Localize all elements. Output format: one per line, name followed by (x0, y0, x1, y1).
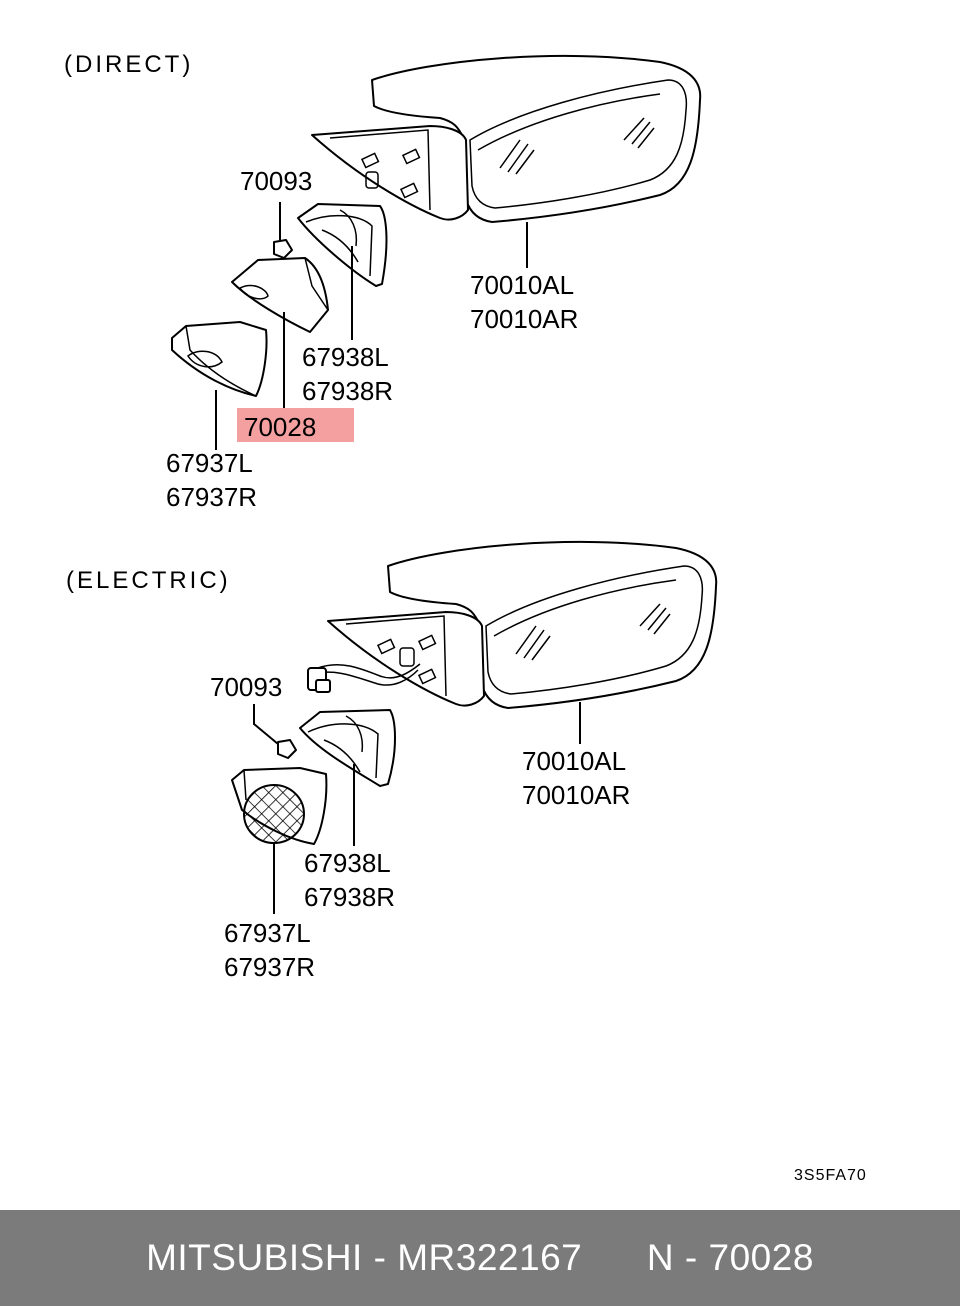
fastener-electric (277, 739, 297, 759)
heater-mesh-icon (243, 784, 305, 844)
drawing-code: 3S5FA70 (794, 1167, 867, 1184)
callout-70010al-electric: 70010AL (522, 746, 626, 776)
cover-direct (231, 257, 329, 333)
footer-ref-number: 70028 (708, 1237, 814, 1278)
highlight-70028 (237, 408, 354, 442)
callout-67937r-electric: 67937R (224, 952, 315, 982)
footer-gap (582, 1237, 647, 1279)
callout-67937r-direct: 67937R (166, 482, 257, 512)
mirror-base-direct (297, 203, 388, 287)
callout-67938r-electric: 67938R (304, 882, 395, 912)
callout-67938l-electric: 67938L (304, 848, 391, 878)
footer-separator: - (362, 1237, 398, 1278)
callout-70028-direct: 70028 (244, 412, 316, 442)
callout-67937l-electric: 67937L (224, 918, 311, 948)
callout-67938l-direct: 67938L (302, 342, 389, 372)
callout-70093-electric: 70093 (210, 672, 282, 702)
parts-diagram: (DIRECT) (64, 51, 867, 1184)
garnish-direct (171, 321, 268, 397)
mirror-base-electric (299, 709, 396, 787)
callout-70010ar-direct: 70010AR (470, 304, 578, 334)
callout-67938r-direct: 67938R (302, 376, 393, 406)
callout-70010ar-electric: 70010AR (522, 780, 630, 810)
mirror-assembly-direct (311, 54, 702, 223)
mirror-assembly-electric (307, 540, 718, 709)
section-title-electric: (ELECTRIC) (66, 567, 231, 594)
callout-67937l-direct: 67937L (166, 448, 253, 478)
callout-70093-direct: 70093 (240, 166, 312, 196)
footer-part-number: MR322167 (397, 1237, 583, 1278)
fastener-direct (273, 239, 293, 259)
section-title-direct: (DIRECT) (64, 51, 193, 78)
footer-ref-prefix: N - (646, 1237, 709, 1278)
footer-bar: MITSUBISHI - MR322167 N - 70028 (0, 1210, 960, 1306)
callout-70010al-direct: 70010AL (470, 270, 574, 300)
footer-brand: MITSUBISHI (146, 1237, 363, 1278)
